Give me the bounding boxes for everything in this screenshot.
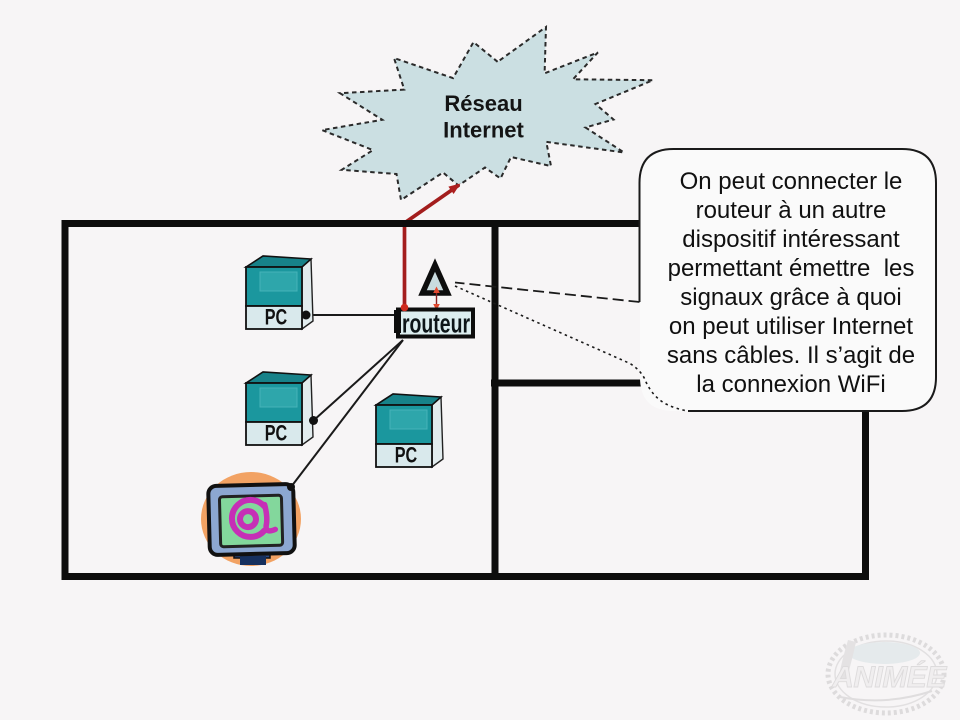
svg-text:signaux grâce à quoi: signaux grâce à quoi [680, 284, 901, 311]
svg-text:Réseau: Réseau [444, 91, 522, 116]
svg-text:la connexion WiFi: la connexion WiFi [696, 371, 885, 398]
svg-text:dispositif intéressant: dispositif intéressant [682, 226, 900, 253]
svg-text:sans câbles. Il s’agit de: sans câbles. Il s’agit de [667, 342, 915, 369]
svg-text:Internet: Internet [443, 118, 524, 143]
svg-text:routeur à un autre: routeur à un autre [696, 197, 887, 224]
svg-text:permettant émettre les: permettant émettre les [668, 255, 915, 282]
svg-text:ANIMÉE: ANIMÉE [831, 660, 947, 694]
svg-text:routeur: routeur [402, 308, 470, 338]
svg-text:on peut utiliser Internet: on peut utiliser Internet [669, 313, 913, 340]
svg-text:On peut connecter le: On peut connecter le [680, 168, 903, 195]
